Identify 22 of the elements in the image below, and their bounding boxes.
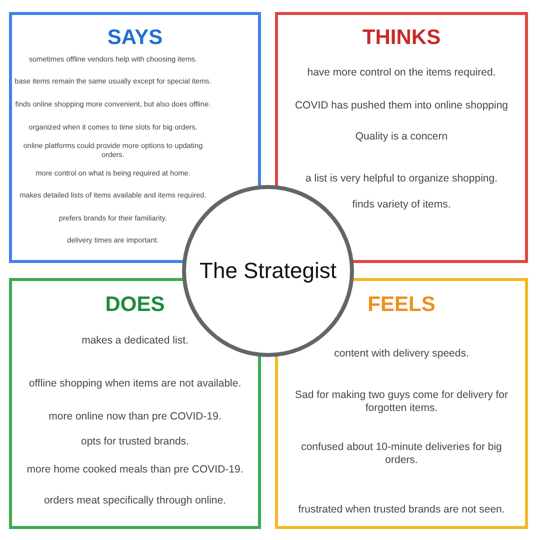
quadrant-heading: SAYS <box>106 26 164 50</box>
note-text: have more control on the items required. <box>306 66 497 80</box>
note-text: opts for trusted brands. <box>80 435 190 449</box>
note-text: orders meat specifically through online. <box>42 494 228 508</box>
note-text: makes a dedicated list. <box>80 334 190 348</box>
quadrant-box <box>275 12 528 263</box>
note-text: Sad for making two guys come for delivery for forgotten items. <box>294 388 509 416</box>
note-text: COVID has pushed them into online shopping <box>294 99 510 113</box>
note-text: Quality is a concern <box>354 130 449 144</box>
quadrant-heading: DOES <box>104 293 166 317</box>
note-text: content with delivery speeds. <box>333 347 470 361</box>
note-text: finds variety of items. <box>351 198 452 212</box>
quadrant-heading: FEELS <box>366 293 436 317</box>
persona-title: The Strategist <box>200 258 336 284</box>
quadrant-box <box>9 12 261 263</box>
note-text: more home cooked meals than pre COVID-19. <box>26 463 244 477</box>
note-text: more online now than pre COVID-19. <box>48 410 222 424</box>
note-text: a list is very helpful to organize shopping. <box>304 172 499 186</box>
quadrant-heading: THINKS <box>361 26 442 50</box>
note-text: offline shopping when items are not available. <box>28 377 242 391</box>
note-text: confused about 10-minute deliveries for big orders. <box>300 440 503 468</box>
note-text: frustrated when trusted brands are not seen. <box>297 503 506 517</box>
